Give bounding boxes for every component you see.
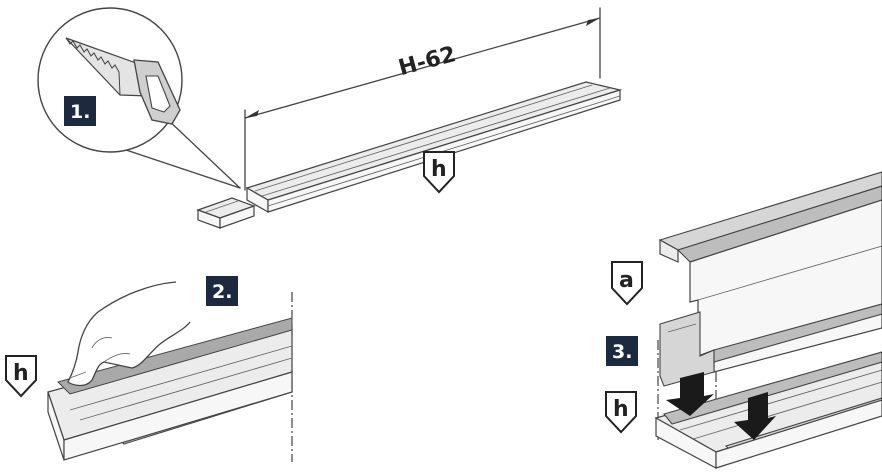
svg-text:h: h <box>613 397 629 422</box>
dimension-label: H-62 <box>396 42 459 81</box>
tag-h-left: h <box>5 355 37 398</box>
step-1-badge <box>64 96 96 126</box>
step-3-label: 3. <box>612 341 632 363</box>
rail-step-2 <box>47 317 293 461</box>
saw-icon <box>65 37 181 125</box>
hand-icon <box>67 281 191 387</box>
arrow-down-icon-left <box>666 372 714 416</box>
profile-a <box>658 171 882 387</box>
svg-text:h: h <box>13 361 29 386</box>
arrow-down-icon-right <box>734 392 776 440</box>
tag-a: a <box>611 261 643 306</box>
step-1-label: 1. <box>70 101 90 123</box>
step-3-badge <box>606 336 638 366</box>
saw-detail: 1. <box>37 7 241 189</box>
tag-h-top: h <box>423 151 455 194</box>
svg-text:h: h <box>431 157 447 182</box>
cut-off-piece <box>196 197 256 229</box>
svg-text:a: a <box>619 268 634 293</box>
step-2-label: 2. <box>212 281 232 303</box>
rail-step-3 <box>654 351 882 469</box>
step-2-badge <box>206 276 238 306</box>
tag-h-right: h <box>605 391 637 434</box>
